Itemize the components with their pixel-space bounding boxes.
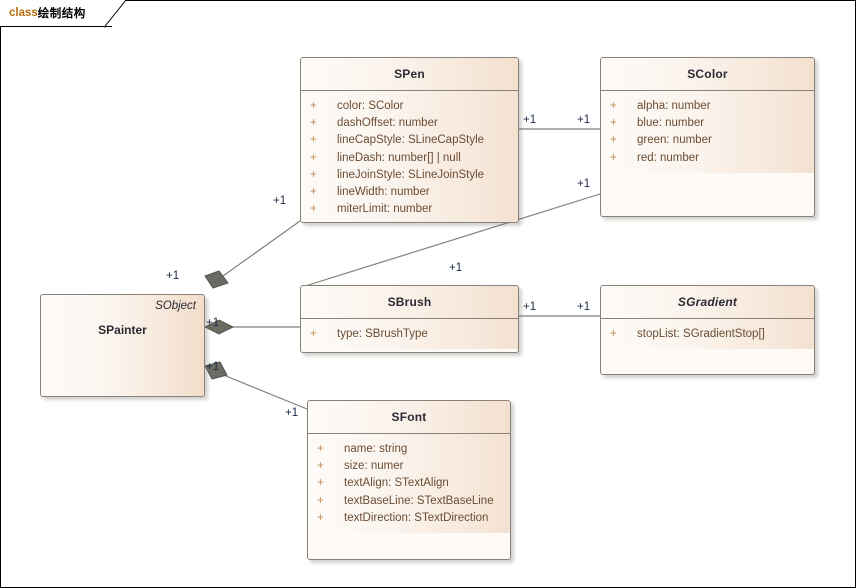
attribute-row: + lineJoinStyle: SLineJoinStyle xyxy=(301,167,518,184)
attribute-row: + textAlign: STextAlign xyxy=(308,475,510,492)
class-title-sfont: SFont xyxy=(391,410,427,424)
attribute-row: + type: SBrushType xyxy=(301,326,518,343)
multiplicity-sbrush-scolor-target: +1 xyxy=(577,178,591,190)
attribute-label: type: SBrushType xyxy=(337,328,428,340)
attribute-label: lineWidth: number xyxy=(337,185,430,198)
attribute-label: textDirection: STextDirection xyxy=(344,511,489,524)
attribute-row: + color: SColor xyxy=(301,98,518,115)
attribute-row: + lineWidth: number xyxy=(301,184,518,201)
attribute-row: + miterLimit: number xyxy=(301,201,518,218)
class-attributes-scolor: + alpha: number + blue: number + green: … xyxy=(601,91,814,173)
multiplicity-spainter-sbrush-source: +1 xyxy=(206,317,220,329)
attribute-label: miterLimit: number xyxy=(337,203,433,216)
diagram-tab-name: 绘制结构 xyxy=(37,8,86,20)
class-header-sgradient: SGradient xyxy=(601,286,814,319)
attribute-label: alpha: number xyxy=(637,100,711,112)
class-header-sfont: SFont xyxy=(308,401,510,434)
class-attributes-spen: + color: SColor + dashOffset: number + l… xyxy=(301,91,518,222)
multiplicity-sbrush-scolor-source: +1 xyxy=(449,262,463,274)
multiplicity-spainter-spen-target: +1 xyxy=(273,195,287,207)
class-title-spainter: SPainter xyxy=(98,323,147,337)
class-header-spen: SPen xyxy=(301,58,518,91)
attribute-label: textAlign: STextAlign xyxy=(344,477,449,490)
attribute-row: + stopList: SGradientStop[] xyxy=(601,326,814,343)
attribute-label: green: number xyxy=(637,134,712,147)
attribute-row: + red: number xyxy=(601,150,814,167)
visibility-marker: + xyxy=(610,328,617,340)
multiplicity-spainter-spen-source: +1 xyxy=(166,270,180,282)
class-title-scolor: SColor xyxy=(687,67,728,81)
visibility-marker: + xyxy=(317,460,324,473)
multiplicity-spainter-sfont-target: +1 xyxy=(285,407,299,419)
class-box-sfont[interactable]: SFont + name: string + size: numer + tex… xyxy=(307,400,511,560)
attribute-row: + lineCapStyle: SLineCapStyle xyxy=(301,132,518,149)
attribute-row: + alpha: number xyxy=(601,98,814,115)
attribute-label: name: string xyxy=(344,443,408,455)
diagram-tab-keyword: class xyxy=(9,7,38,19)
class-box-scolor[interactable]: SColor + alpha: number + blue: number + … xyxy=(600,57,815,217)
class-header-sbrush: SBrush xyxy=(301,286,518,319)
class-box-spainter[interactable]: SObject SPainter xyxy=(40,294,205,397)
class-title-sbrush: SBrush xyxy=(387,295,432,309)
multiplicity-spen-scolor-target: +1 xyxy=(577,114,591,126)
visibility-marker: + xyxy=(310,203,317,216)
attribute-label: size: numer xyxy=(344,460,404,473)
attribute-label: textBaseLine: STextBaseLine xyxy=(344,494,494,507)
visibility-marker: + xyxy=(610,117,617,130)
visibility-marker: + xyxy=(310,168,317,181)
visibility-marker: + xyxy=(310,117,317,130)
class-attributes-sgradient: + stopList: SGradientStop[] xyxy=(601,319,814,350)
class-header-scolor: SColor xyxy=(601,58,814,91)
visibility-marker: + xyxy=(310,100,317,112)
class-box-spen[interactable]: SPen + color: SColor + dashOffset: numbe… xyxy=(300,57,519,223)
attribute-label: dashOffset: number xyxy=(337,117,438,130)
visibility-marker: + xyxy=(310,328,317,340)
attribute-label: blue: number xyxy=(637,117,705,130)
attribute-label: color: SColor xyxy=(337,100,404,112)
class-attributes-sbrush: + type: SBrushType xyxy=(301,319,518,350)
class-box-sgradient[interactable]: SGradient + stopList: SGradientStop[] xyxy=(600,285,815,375)
multiplicity-sbrush-sgradient-target: +1 xyxy=(577,301,591,313)
attribute-row: + size: numer xyxy=(308,458,510,475)
class-attributes-sfont: + name: string + size: numer + textAlign… xyxy=(308,434,510,533)
attribute-row: + lineDash: number[] | null xyxy=(301,150,518,167)
attribute-row: + name: string xyxy=(308,441,510,458)
visibility-marker: + xyxy=(317,477,324,490)
attribute-label: red: number xyxy=(637,151,700,164)
visibility-marker: + xyxy=(317,511,324,524)
visibility-marker: + xyxy=(310,151,317,164)
visibility-marker: + xyxy=(610,151,617,164)
diagram-title-tab[interactable]: class 绘制结构 xyxy=(0,0,112,27)
visibility-marker: + xyxy=(310,134,317,147)
association-spainter-sfont xyxy=(215,371,308,410)
multiplicity-spen-scolor-source: +1 xyxy=(523,114,537,126)
composition-diamond-spen xyxy=(204,270,229,289)
visibility-marker: + xyxy=(610,100,617,112)
attribute-row: + green: number xyxy=(601,132,814,149)
association-spainter-spen xyxy=(215,220,301,282)
multiplicity-sbrush-sgradient-source: +1 xyxy=(523,301,537,313)
multiplicity-spainter-sfont-source: +1 xyxy=(206,361,220,373)
class-stereotype-spainter: SObject xyxy=(155,300,196,312)
visibility-marker: + xyxy=(317,494,324,507)
attribute-label: lineJoinStyle: SLineJoinStyle xyxy=(337,168,485,181)
class-title-sgradient: SGradient xyxy=(677,295,738,309)
attribute-row: + blue: number xyxy=(601,115,814,132)
attribute-label: lineDash: number[] | null xyxy=(337,151,461,164)
attribute-row: + textBaseLine: STextBaseLine xyxy=(308,493,510,510)
attribute-row: + textDirection: STextDirection xyxy=(308,510,510,527)
class-box-sbrush[interactable]: SBrush + type: SBrushType xyxy=(300,285,519,353)
attribute-label: stopList: SGradientStop[] xyxy=(637,328,765,340)
visibility-marker: + xyxy=(610,134,617,147)
attribute-label: lineCapStyle: SLineCapStyle xyxy=(337,134,485,147)
visibility-marker: + xyxy=(310,185,317,198)
visibility-marker: + xyxy=(317,443,324,455)
class-title-spen: SPen xyxy=(394,67,425,81)
attribute-row: + dashOffset: number xyxy=(301,115,518,132)
